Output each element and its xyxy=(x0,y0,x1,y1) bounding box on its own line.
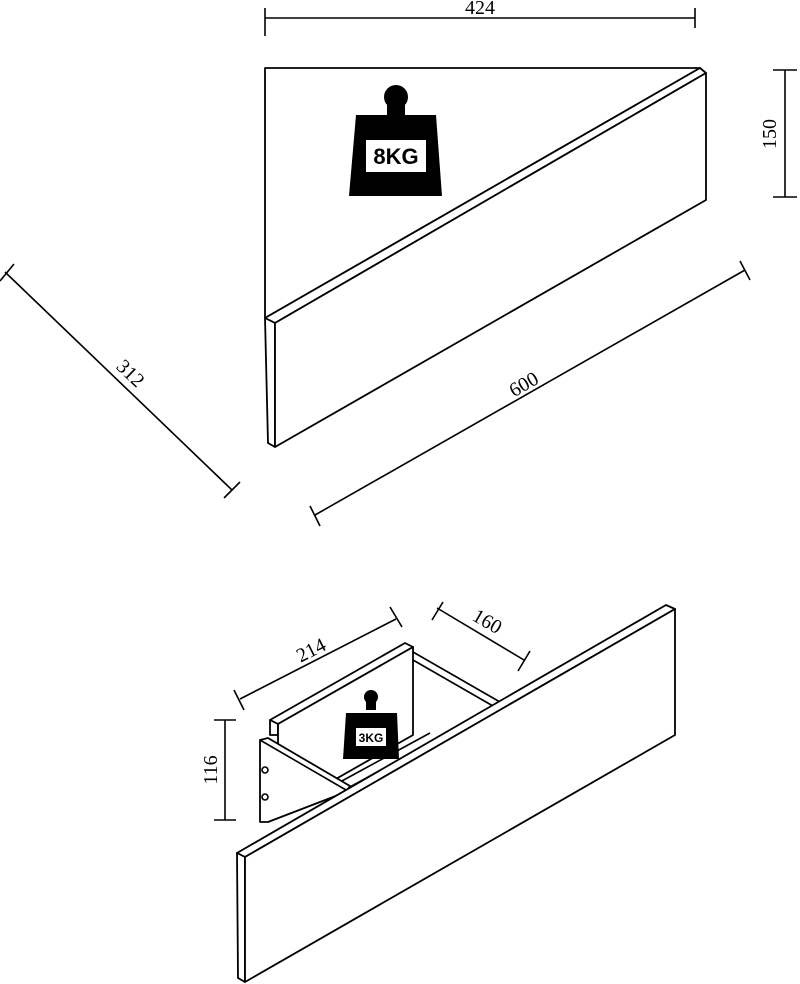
dim-label-150: 150 xyxy=(759,119,781,149)
dimension-424: 424 xyxy=(264,0,696,36)
screw-hole xyxy=(261,766,269,774)
dim-label-424: 424 xyxy=(465,0,495,19)
dimension-150: 150 xyxy=(759,69,797,198)
corner-shelf: 8KG 424 150 312 600 xyxy=(0,0,797,527)
dim-label-600: 600 xyxy=(506,368,543,402)
load-label-3kg: 3KG xyxy=(359,731,384,745)
dim-label-116: 116 xyxy=(200,755,222,784)
dimension-160: 160 xyxy=(431,601,531,672)
dimension-116: 116 xyxy=(200,719,236,821)
front-board-face xyxy=(244,608,676,983)
front-board-face xyxy=(274,72,707,448)
weight-icon-3kg: 3KG xyxy=(343,690,399,759)
dim-label-214: 214 xyxy=(293,634,330,667)
box-shelf: 3KG 214 160 116 xyxy=(200,601,676,983)
front-board-end xyxy=(236,852,246,983)
dim-label-312: 312 xyxy=(112,355,149,392)
weight-icon-8kg: 8KG xyxy=(349,85,442,196)
front-board-end xyxy=(264,317,276,448)
load-label-8kg: 8KG xyxy=(373,144,418,169)
top-rail xyxy=(412,651,501,703)
dim-label-160: 160 xyxy=(469,605,506,639)
screw-hole xyxy=(261,793,269,801)
dimension-312: 312 xyxy=(0,263,241,499)
